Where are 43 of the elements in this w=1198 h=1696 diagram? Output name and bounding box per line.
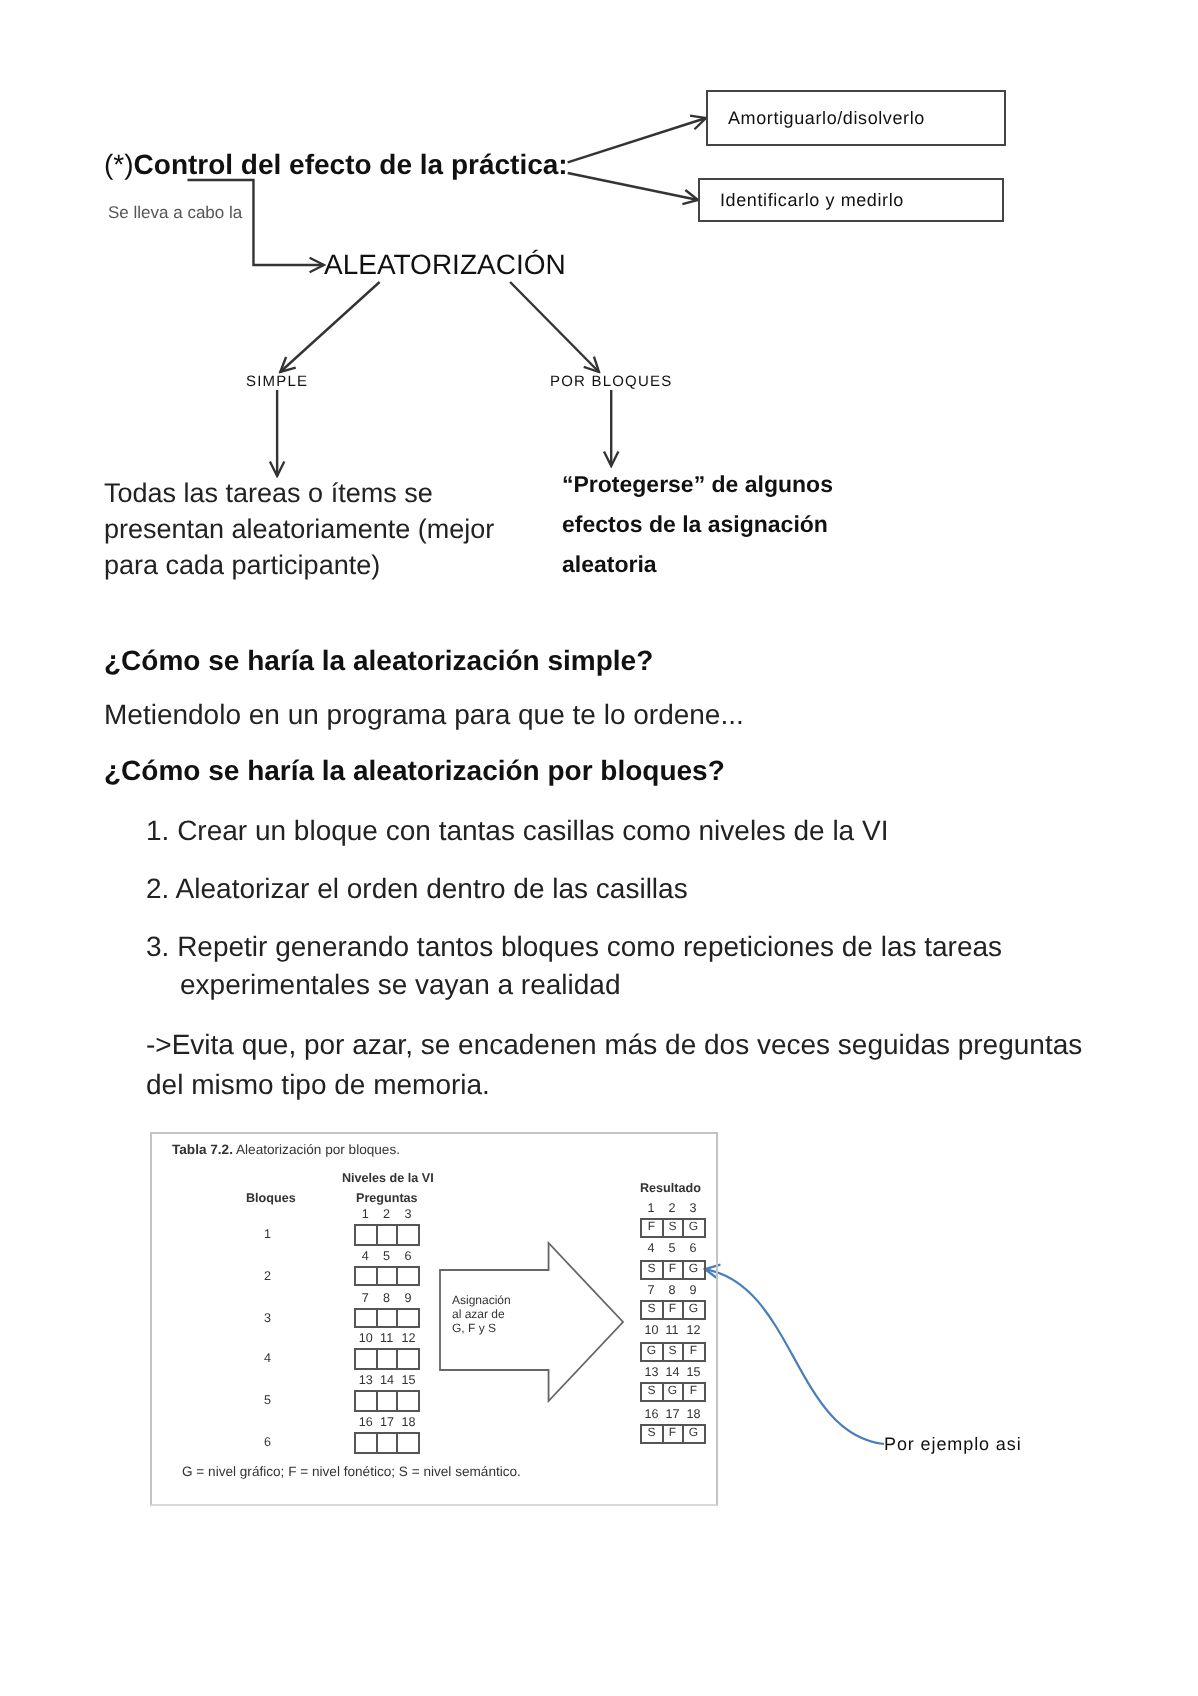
grid-cell (375, 1265, 399, 1287)
elbow-arrow (187, 178, 326, 274)
grid-cell (354, 1265, 378, 1287)
grid-cell (375, 1390, 399, 1412)
grid-cell (396, 1390, 421, 1412)
concept-label: ALEATORIZACIÓN (324, 248, 566, 282)
grid-cell (375, 1224, 399, 1245)
description-text: Todas las tareas o ítems se presentan aleatoriamente (mejor para cada participante) (104, 476, 504, 584)
list-item: 2. Aleatorizar el orden dentro de las casillas (146, 870, 690, 908)
edge-label: Se lleva a cabo la (108, 202, 243, 222)
arrow (279, 281, 381, 374)
list-item: 1. Crear un bloque con tantas casillas como niveles de la VI (146, 812, 891, 850)
arrow (509, 281, 601, 374)
description-text: “Protegerse” de algunos efectos de la asignación aleatoria (562, 466, 892, 586)
grid-cell (396, 1224, 421, 1245)
answer-text: Metiendolo en un programa para que te lo ordene... (104, 698, 744, 732)
annotation-text: Por ejemplo asi (884, 1432, 1022, 1456)
grid-cell (354, 1432, 378, 1453)
table-panel (150, 1132, 718, 1506)
list-item: 3. Repetir generando tantos bloques como repeticiones de las tareas experimentales se vayan a realidad (146, 928, 1005, 1004)
grid-cell (396, 1432, 421, 1453)
grid-cell (375, 1348, 399, 1370)
grid-cell (354, 1307, 378, 1329)
heading-text: (*)Control del efecto de la práctica: (104, 148, 568, 180)
question-heading: ¿Cómo se haría la aleatorización simple? (104, 644, 654, 678)
block-arrow (440, 1242, 624, 1402)
question-heading: ¿Cómo se haría la aleatorización por bloques? (104, 754, 725, 788)
grid-cell (396, 1265, 421, 1287)
grid-cell (375, 1307, 399, 1329)
grid-cell (354, 1348, 378, 1370)
arrow (268, 390, 286, 478)
grid-cell (396, 1307, 421, 1329)
grid-cell (354, 1390, 378, 1412)
arrow (602, 390, 620, 468)
arrow (567, 171, 700, 206)
grid-cell (354, 1224, 378, 1245)
arrow (567, 114, 708, 164)
process-box: Amortiguarlo/disolverlo (706, 90, 1006, 146)
curved-arrow (703, 1265, 885, 1446)
process-box: Identificarlo y medirlo (698, 178, 1004, 222)
note-text: ->Evita que, por azar, se encadenen más de dos veces seguidas preguntas del mismo tipo de memoria. (146, 1026, 1085, 1104)
grid-cell (375, 1432, 399, 1453)
grid-cell (396, 1348, 421, 1370)
